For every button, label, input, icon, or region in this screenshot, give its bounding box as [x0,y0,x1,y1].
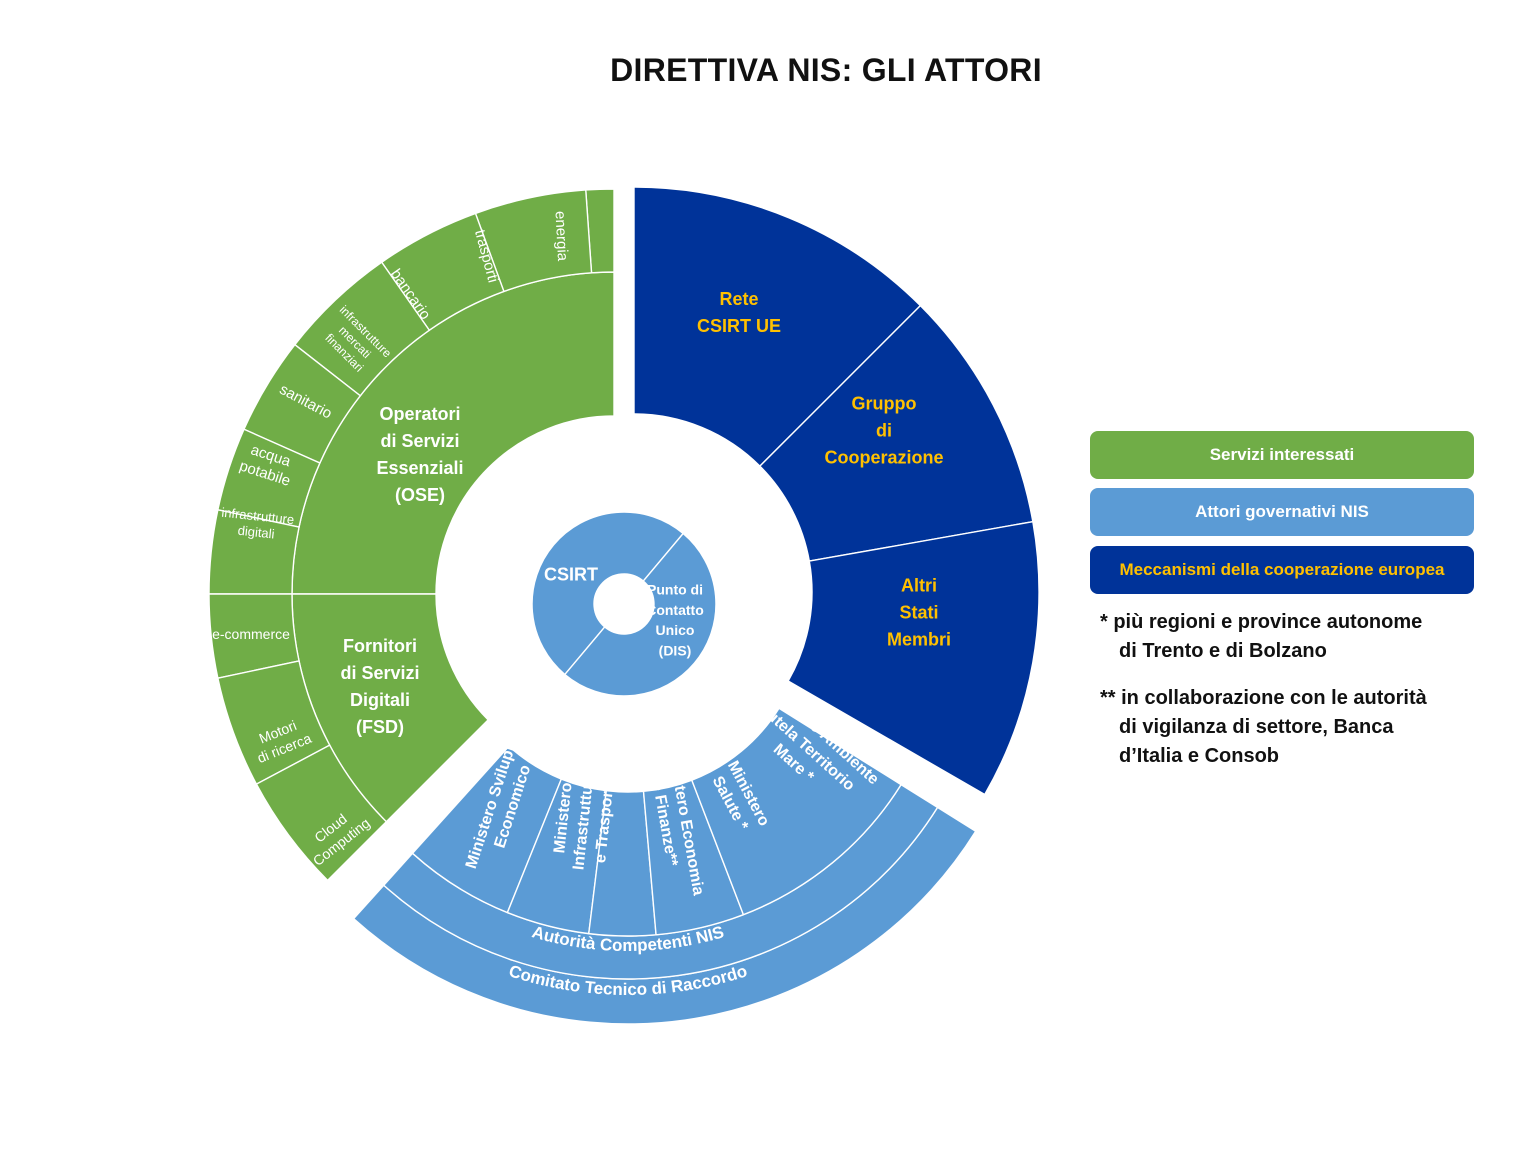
legend-cooperazione-europea: Meccanismi della cooperazione europea [1090,546,1474,594]
footnote-line: d’Italia e Consob [1119,745,1280,767]
footnote-regioni: * più regioni e province autonome di Tre… [1100,608,1520,666]
legend-label: Servizi interessati [1209,445,1355,464]
eu-segment-0 [633,186,922,468]
footnote-line: * più regioni e province autonome [1100,611,1423,633]
legend-label: Meccanismi della cooperazione europea [1119,560,1445,579]
footnote-autorita: ** in collaborazione con le autorità di … [1100,684,1520,771]
page-title: DIRETTIVA NIS: GLI ATTORI [610,52,1042,88]
ose-sector-2 [380,212,505,332]
footnote-line: ** in collaborazione con le autorità [1100,687,1427,709]
ose-sector-3 [293,261,431,397]
ose-sector-4 [243,343,362,464]
footnote-line: di Trento e di Bolzano [1119,640,1327,662]
legend-servizi-interessati: Servizi interessati [1090,431,1474,479]
csirt-label: CSIRT [544,564,598,584]
fsd-sector-1 [217,660,331,786]
center-hole [594,574,654,634]
ose-sector-1 [474,189,593,293]
footnote-line: di vigilanza di settore, Banca [1119,716,1394,738]
ose-sector-label: energia [551,211,571,263]
ministry-segment-2 [587,789,657,937]
legend-attori-governativi: Attori governativi NIS [1090,488,1474,536]
ministry-segment-3 [642,779,745,936]
ministry-segment-1 [506,778,608,935]
ose-sector-0 [585,188,615,274]
ose-sector-6 [208,508,300,595]
ministry-segment-4 [690,707,903,916]
eu-segment-2 [787,520,1040,796]
ose-sector-5 [217,428,321,528]
legend-label: Attori governativi NIS [1195,502,1369,521]
fsd-sector-0 [208,593,300,680]
fsd-sector-2 [255,744,388,882]
fsd-sector-label: e-commerce [212,626,290,642]
eu-segment-1 [758,304,1034,562]
